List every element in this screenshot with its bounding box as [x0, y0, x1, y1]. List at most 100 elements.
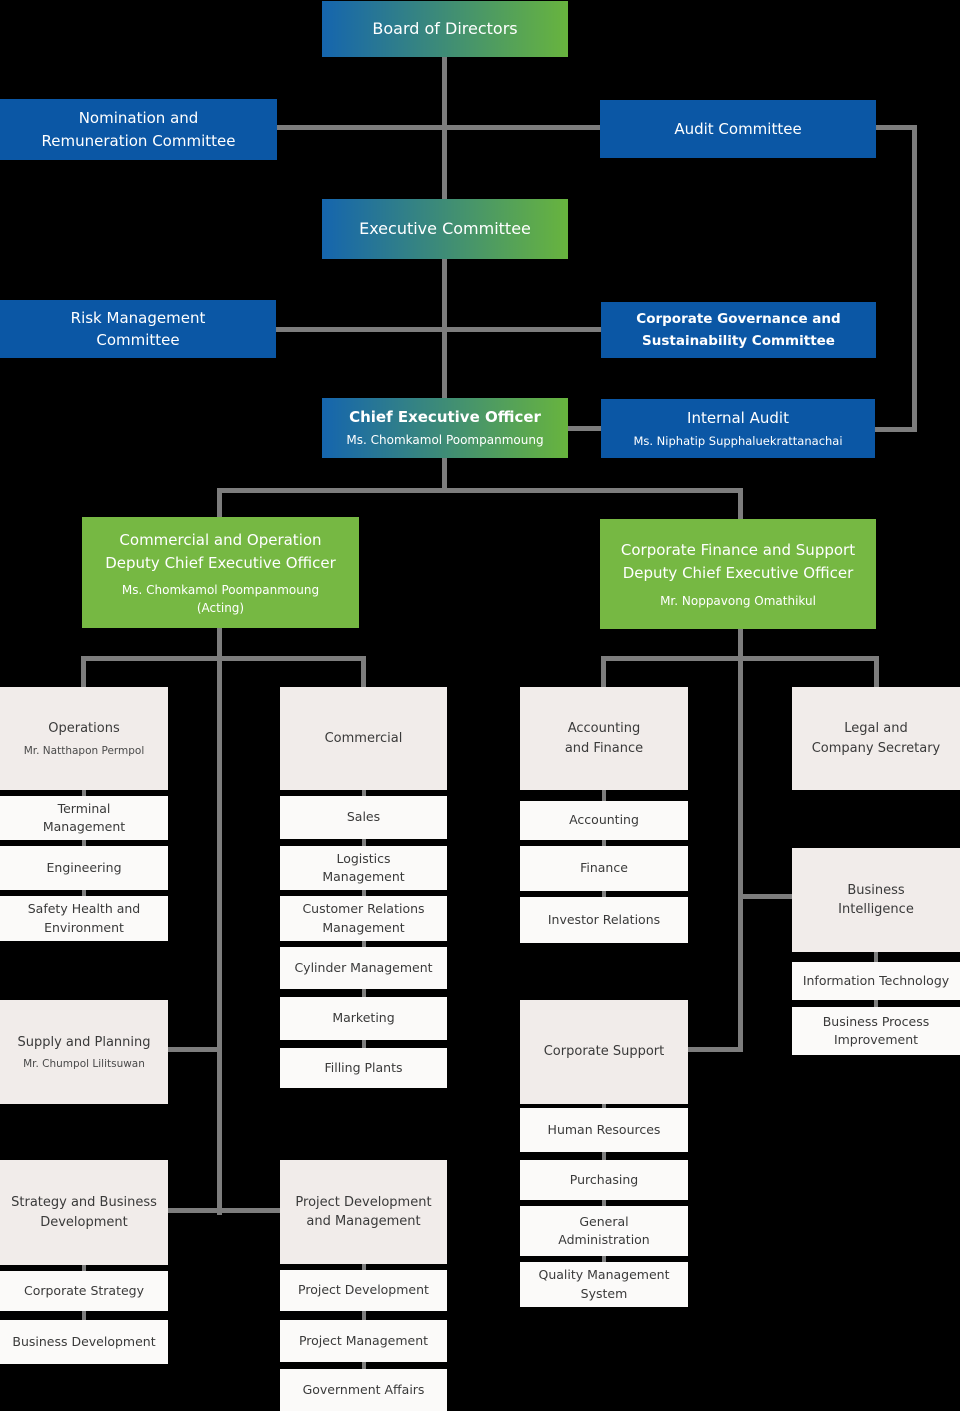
node-label: Nomination and Remuneration Committee [41, 109, 236, 150]
node-corporate-strategy: Corporate Strategy [0, 1271, 168, 1311]
connector-tick [602, 1152, 606, 1160]
connector-tick [362, 890, 366, 896]
node-business-intelligence: Business Intelligence [792, 848, 960, 952]
node-person: Ms. Chomkamol Poompanmoung [121, 583, 320, 598]
node-label: Strategy and Business Development [11, 1195, 157, 1230]
node-dceo-corporate-finance-support: Corporate Finance and Support Deputy Chi… [600, 519, 876, 629]
node-business-process-improvement: Business Process Improvement [792, 1007, 960, 1055]
node-human-resources: Human Resources [520, 1108, 688, 1152]
node-project-development-and-management: Project Development and Management [280, 1160, 447, 1264]
node-cylinder-management: Cylinder Management [280, 947, 447, 989]
node-investor-relations: Investor Relations [520, 897, 688, 943]
node-label: Quality Management System [538, 1267, 670, 1301]
node-label: Government Affairs [302, 1381, 425, 1397]
connector-tick [82, 1311, 86, 1320]
connector-to-commercial [361, 656, 366, 687]
connector-to-dceo-left [217, 488, 222, 517]
node-label: Logistics Management [322, 850, 405, 884]
node-general-administration: General Administration [520, 1206, 688, 1256]
connector-to-corporate-support [688, 1047, 738, 1052]
node-purchasing: Purchasing [520, 1160, 688, 1200]
node-government-affairs: Government Affairs [280, 1369, 447, 1411]
connector-tick [602, 1200, 606, 1206]
node-label: Commercial [324, 730, 403, 746]
node-supply-and-planning: Supply and Planning Mr. Chumpol Lilitsuw… [0, 1000, 168, 1104]
node-label: Audit Committee [674, 119, 802, 138]
node-customer-relations-management: Customer Relations Management [280, 896, 447, 941]
connector-to-supply-and-planning [168, 1047, 222, 1052]
connector-audit-to-internal-audit [912, 125, 917, 432]
connector-ceo-to-internal-audit [568, 426, 601, 431]
connector-tick [362, 839, 366, 846]
node-legal-and-company-secretary: Legal and Company Secretary [792, 687, 960, 790]
node-label: Sales [346, 809, 381, 825]
node-label: Executive Committee [359, 218, 531, 238]
connector-tick [82, 1265, 86, 1271]
node-label: Investor Relations [547, 911, 661, 927]
connector-dceo-split-horizontal [217, 488, 743, 493]
node-corporate-support: Corporate Support [520, 1000, 688, 1104]
node-label: Purchasing [569, 1171, 639, 1187]
connector-tick [602, 1104, 606, 1108]
connector-tick [362, 1311, 366, 1320]
node-label: Board of Directors [372, 18, 518, 38]
node-label: Supply and Planning [17, 1034, 151, 1050]
node-person: Ms. Niphatip Supphaluekrattanachai [633, 433, 843, 448]
node-note: (Acting) [196, 600, 245, 615]
node-label: Internal Audit [687, 409, 789, 428]
node-chief-executive-officer: Chief Executive Officer Ms. Chomkamol Po… [322, 398, 568, 458]
node-label: Project Development and Management [295, 1194, 432, 1230]
node-person: Mr. Noppavong Omathikul [660, 593, 816, 608]
node-engineering: Engineering [0, 846, 168, 890]
node-project-development: Project Development [280, 1270, 447, 1311]
node-executive-committee: Executive Committee [322, 199, 568, 259]
node-finance: Finance [520, 846, 688, 891]
connector-internal-audit-right [875, 427, 912, 432]
connector-tick [602, 840, 606, 846]
node-label: Chief Executive Officer [349, 408, 541, 427]
node-logistics-management: Logistics Management [280, 846, 447, 890]
node-label: Safety Health and Environment [27, 901, 141, 935]
connector-tick [362, 790, 366, 796]
node-commercial: Commercial [280, 687, 447, 790]
node-label: Accounting and Finance [564, 721, 644, 756]
connector-tick [362, 941, 366, 947]
node-audit-committee: Audit Committee [600, 100, 876, 158]
node-label: Information Technology [802, 972, 950, 988]
node-label: Business Process Improvement [822, 1013, 930, 1047]
node-quality-management-system: Quality Management System [520, 1262, 688, 1307]
node-label: Engineering [46, 859, 122, 875]
node-label: Business Intelligence [838, 882, 914, 918]
connector-to-accounting-finance [601, 656, 606, 687]
connector-tick [362, 989, 366, 997]
node-person: Mr. Chumpol Lilitsuwan [23, 1058, 145, 1071]
connector-tick [602, 1256, 606, 1262]
node-label: Terminal Management [42, 800, 126, 834]
node-label: Accounting [569, 812, 639, 828]
node-safety-health-environment: Safety Health and Environment [0, 896, 168, 941]
node-accounting: Accounting [520, 801, 688, 840]
node-terminal-management: Terminal Management [0, 796, 168, 840]
node-corporate-governance-sustainability-committee: Corporate Governance and Sustainability … [601, 302, 876, 358]
node-label: Legal and Company Secretary [811, 721, 941, 756]
node-label: Filling Plants [324, 1059, 403, 1075]
node-marketing: Marketing [280, 997, 447, 1040]
node-accounting-and-finance: Accounting and Finance [520, 687, 688, 790]
connector-tick [362, 1264, 366, 1270]
node-label: Operations [48, 721, 120, 737]
connector-tick [82, 840, 86, 846]
node-person: Ms. Chomkamol Poompanmoung [346, 433, 544, 448]
node-sales: Sales [280, 796, 447, 839]
node-label: General Administration [558, 1213, 650, 1247]
node-strategy-business-development: Strategy and Business Development [0, 1160, 168, 1265]
node-dceo-commercial-operation: Commercial and Operation Deputy Chief Ex… [82, 517, 359, 628]
node-label: Finance [580, 860, 628, 876]
node-business-development: Business Development [0, 1320, 168, 1364]
connector-ceo-down [442, 458, 447, 491]
connector-tick [82, 790, 86, 796]
connector-right-branch-horizontal [601, 656, 879, 661]
connector-to-operations [81, 656, 86, 687]
node-label: Marketing [332, 1010, 395, 1026]
connector-audit-right [876, 125, 917, 130]
node-label: Corporate Finance and Support Deputy Chi… [620, 541, 856, 583]
